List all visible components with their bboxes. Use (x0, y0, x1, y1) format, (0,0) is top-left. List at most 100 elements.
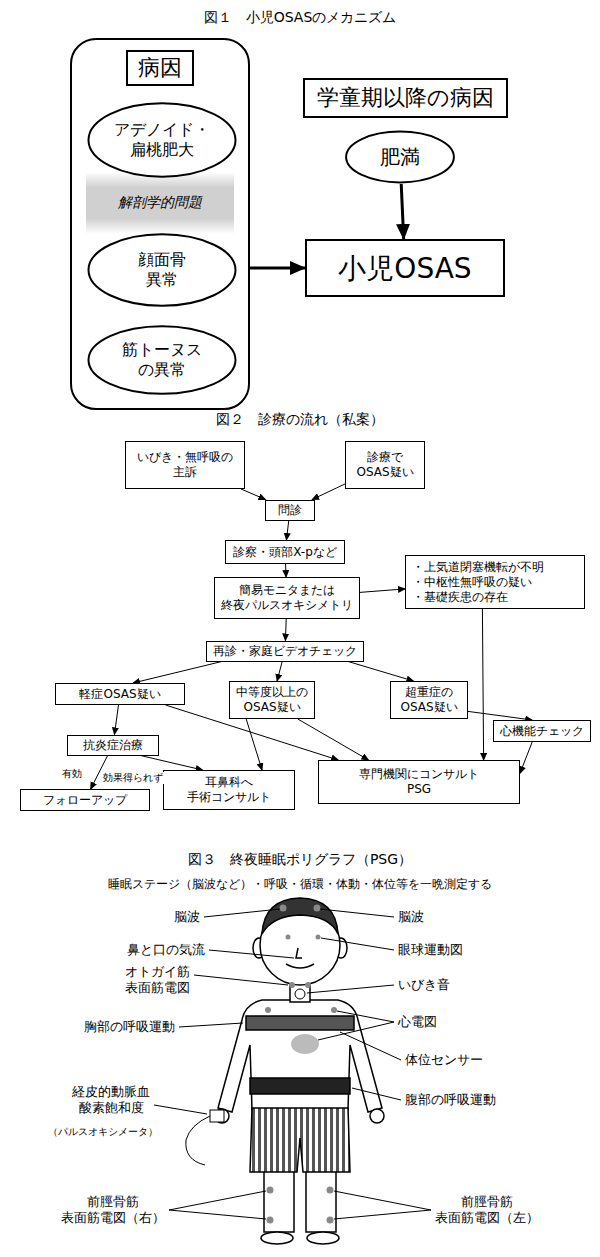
art-line (340, 1032, 401, 1060)
sensor-label: 前脛骨筋 表面筋電図（右） (61, 1194, 165, 1227)
text-line: 酸素飽和度 (79, 1100, 144, 1115)
art-line (204, 909, 280, 917)
art-path (296, 948, 302, 958)
text-line: 手術コンサルト (187, 790, 271, 804)
art-line (307, 985, 394, 993)
cause-ellipse: 筋トーヌス の異常 (87, 324, 237, 396)
text-line: 経皮的動脈血 (72, 1084, 150, 1099)
electrodes (265, 905, 337, 1224)
box-text: 軽症OSAS疑い (79, 687, 160, 702)
pulse-oximeter-probe (210, 1110, 224, 1122)
sensor-label: 脳波 (174, 909, 200, 925)
end-box: 耳鼻科へ 手術コンサルト (163, 770, 295, 810)
box-text: 学童期以降の病因 (317, 84, 494, 112)
text-line: 体位センサー (405, 1052, 483, 1067)
box-text: 顔面骨 異常 (138, 250, 186, 290)
box-text: 診察・頭部X-pなど (233, 545, 337, 560)
box-text: 耳鼻科へ 手術コンサルト (187, 775, 271, 805)
severity-box: 超重症の OSAS疑い (390, 681, 468, 719)
art-rect (306, 1170, 336, 1232)
cause-ellipse: 肥満 (345, 130, 455, 184)
person-figure (215, 898, 384, 1244)
box-text: ・基礎疾患の存在 (412, 590, 508, 605)
text-line: 腹部の呼吸運動 (405, 1092, 496, 1107)
art-rect (264, 1170, 294, 1232)
art-ellipse (307, 1232, 339, 1244)
art-line (334, 1191, 431, 1210)
art-circle (280, 905, 287, 912)
flow-arrow (520, 742, 532, 773)
sensor-note: （パルスオキシメータ） (48, 1126, 158, 1139)
snore-mic (295, 989, 305, 999)
text-line: 図１ 小児OSASのメカニズム (204, 9, 397, 25)
text-line: 解剖学的問題 (118, 194, 202, 210)
art-circle (331, 1007, 337, 1013)
flow-arrow (312, 484, 345, 500)
text-line: 表面筋電図（左） (435, 1210, 539, 1225)
art-line (318, 1022, 394, 1040)
text-line: 胸部の呼吸運動 (84, 1019, 175, 1034)
text-line: 脳波 (398, 909, 424, 924)
box-text: 専門機関にコンサルト PSG (359, 767, 479, 797)
text-line: 抗炎症治療 (83, 738, 143, 752)
text-line: 耳鼻科へ (205, 775, 253, 789)
text-line: ・中枢性無呼吸の疑い (412, 575, 532, 589)
result-box: 小児OSAS (305, 239, 505, 297)
art-path (286, 964, 314, 968)
text-line: 肥満 (380, 145, 420, 169)
art-line (337, 1011, 394, 1022)
sensor-label: 前脛骨筋 表面筋電図（左） (435, 1194, 539, 1227)
art-circle (267, 1217, 274, 1224)
art-circle (327, 1187, 334, 1194)
text-line: 終夜パルスオキシメトリ (221, 598, 353, 612)
ellipse-shape (89, 103, 236, 176)
process-box: 問診 (265, 500, 315, 521)
box-text: アデノイド・ 扁桃肥大 (114, 120, 210, 160)
text-line: 病因 (138, 55, 182, 80)
art-circle (267, 1187, 274, 1194)
text-line: 学童期以降の病因 (317, 85, 494, 110)
art-circle (370, 1109, 384, 1123)
text-line: オトガイ筋 (125, 964, 190, 979)
box-text: 再診・家庭ビデオチェック (213, 644, 357, 659)
start-box: いびき・無呼吸の 主訴 (125, 441, 245, 489)
text-line: 鼻と口の気流 (127, 942, 205, 957)
edge-label: 効果得られず (102, 772, 164, 785)
sensor-label: 体位センサー (405, 1052, 483, 1068)
text-line: 診療で (367, 450, 403, 464)
text-line: 中等度以上の (236, 685, 308, 699)
box-text: 小児OSAS (338, 251, 471, 286)
box-text: 問診 (278, 503, 302, 518)
flow-arrow (285, 619, 287, 641)
text-line: 眼球運動図 (398, 942, 463, 957)
art-circle (327, 1217, 334, 1224)
sensor-label: 経皮的動脈血 酸素飽和度 (72, 1084, 150, 1117)
text-line: 異常 (146, 270, 178, 289)
art-circle (289, 982, 295, 988)
panel-heading: 病因 (126, 50, 194, 86)
end-box: 専門機関にコンサルト PSG (318, 760, 520, 804)
text-line: フォローアップ (43, 793, 127, 807)
figure-title: 図３ 終夜睡眠ポリグラフ（PSG） (188, 851, 412, 869)
text-line: アデノイド・ (114, 120, 210, 139)
art-line (320, 909, 394, 917)
text-line: 専門機関にコンサルト (359, 767, 479, 781)
subtitle: 睡眠ステージ（脳波など）・呼吸・循環・体動・体位等を一晩測定する (108, 877, 492, 892)
text-line: 睡眠ステージ（脳波など）・呼吸・循環・体動・体位等を一晩測定する (108, 877, 492, 891)
art-line (321, 938, 394, 950)
text-line: ・基礎疾患の存在 (412, 590, 508, 604)
text-line: の異常 (138, 360, 186, 379)
process-box: 再診・家庭ビデオチェック (206, 641, 364, 662)
sensor-label: いびき音 (398, 977, 450, 993)
text-line: 表面筋電図（右） (61, 1210, 165, 1225)
sensor-label: 心電図 (398, 1014, 437, 1030)
text-line: 心機能チェック (500, 724, 584, 738)
text-line: 前脛骨筋 (87, 1194, 139, 1209)
box-text: 心機能チェック (500, 724, 584, 739)
figure-title: 図２ 診療の流れ（私案） (216, 411, 384, 429)
art-line (169, 1210, 266, 1219)
sensor-label: オトガイ筋 表面筋電図 (125, 964, 190, 997)
art-circle (316, 935, 321, 940)
box-text: 中等度以上の OSAS疑い (236, 685, 308, 715)
text-line: 問診 (278, 503, 302, 517)
